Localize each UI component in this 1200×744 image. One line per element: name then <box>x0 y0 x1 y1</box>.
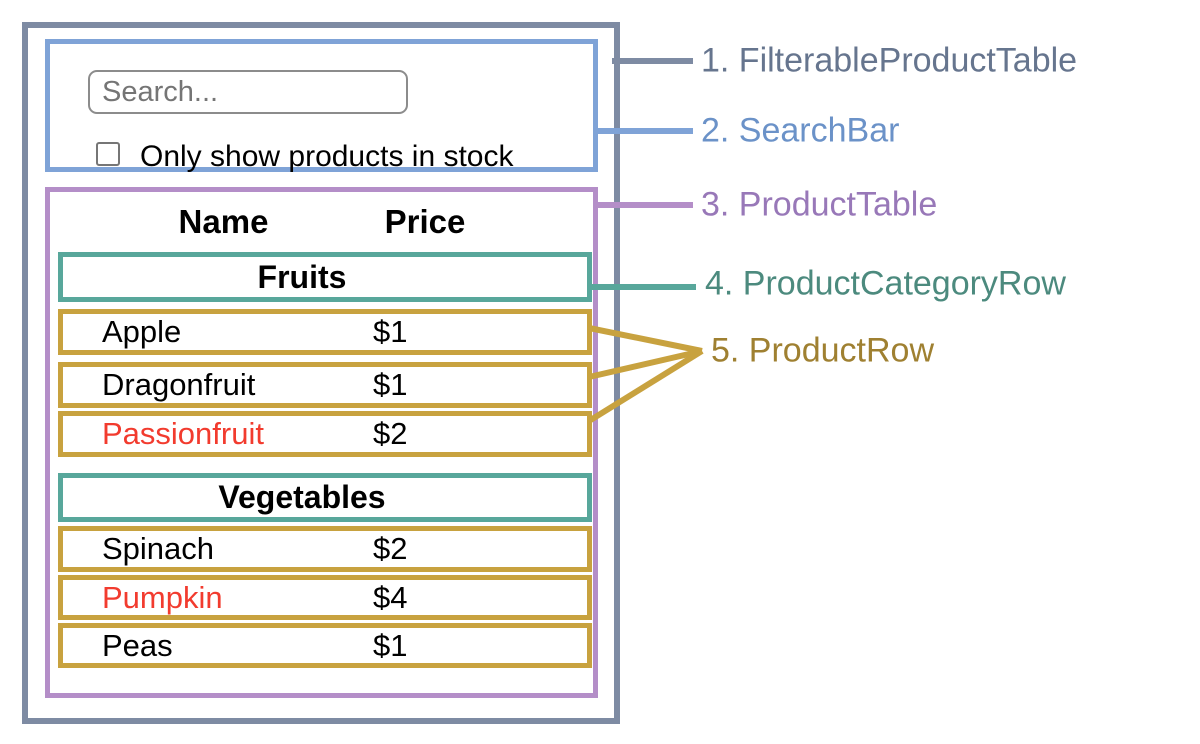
product-row-peas: Peas $1 <box>58 623 592 668</box>
product-price: $2 <box>373 531 408 566</box>
category-row-fruits: Fruits <box>58 252 592 302</box>
product-row-passionfruit: Passionfruit $2 <box>58 411 592 457</box>
product-price: $1 <box>373 367 408 402</box>
product-name: Dragonfruit <box>102 367 256 402</box>
category-row-vegetables: Vegetables <box>58 473 592 522</box>
label-product-row: 5. ProductRow <box>711 331 934 370</box>
label-search-bar: 2. SearchBar <box>701 111 900 150</box>
label-product-table: 3. ProductTable <box>701 185 938 224</box>
product-name-out-of-stock: Pumpkin <box>102 579 223 615</box>
search-input[interactable] <box>88 70 408 114</box>
in-stock-checkbox-label: Only show products in stock <box>140 140 514 173</box>
product-price: $1 <box>373 627 408 663</box>
in-stock-checkbox[interactable] <box>96 142 120 166</box>
product-name-out-of-stock: Passionfruit <box>102 416 264 451</box>
product-row-pumpkin: Pumpkin $4 <box>58 575 592 620</box>
category-label: Vegetables <box>218 479 386 515</box>
product-row-apple: Apple $1 <box>58 309 592 355</box>
product-name: Apple <box>102 314 182 349</box>
product-price: $1 <box>373 314 408 349</box>
label-filterable-product-table: 1. FilterableProductTable <box>701 41 1078 80</box>
product-price: $2 <box>373 416 408 451</box>
product-name: Spinach <box>102 531 215 566</box>
product-name: Peas <box>102 627 173 663</box>
name-column-header: Name <box>178 203 269 240</box>
label-product-category-row: 4. ProductCategoryRow <box>705 264 1066 303</box>
price-column-header: Price <box>384 203 466 240</box>
category-label: Fruits <box>257 258 347 295</box>
product-row-dragonfruit: Dragonfruit $1 <box>58 362 592 408</box>
product-price: $4 <box>373 579 408 615</box>
product-row-spinach: Spinach $2 <box>58 526 592 572</box>
